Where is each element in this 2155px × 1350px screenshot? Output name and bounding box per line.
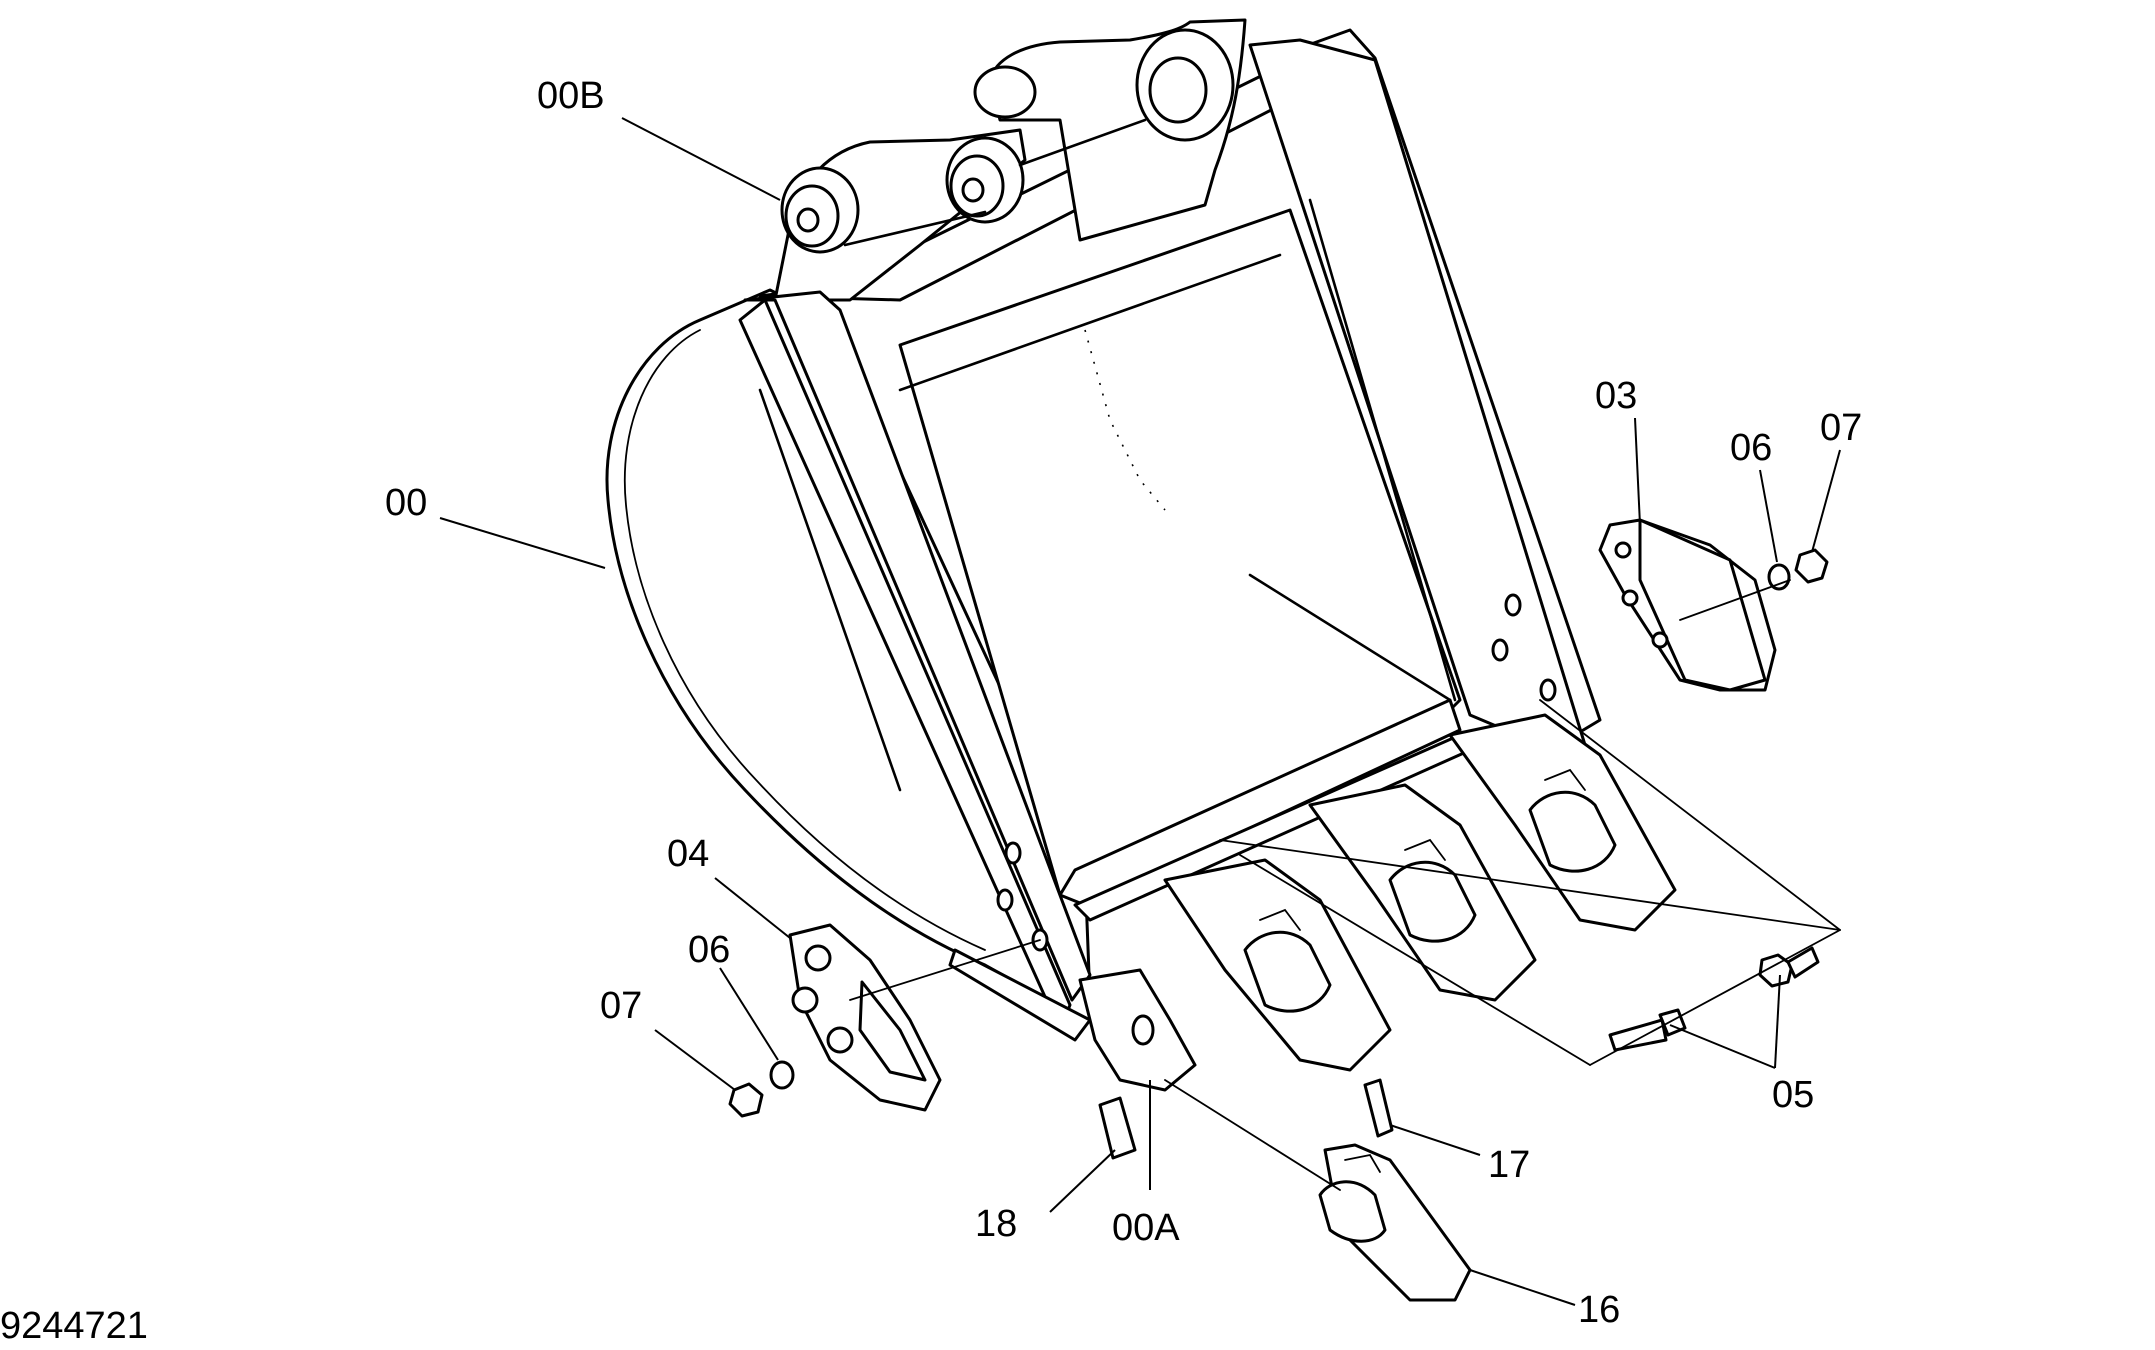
callout-06-left: 06 xyxy=(688,929,730,971)
leader-lines xyxy=(439,117,1841,1306)
callout-03: 03 xyxy=(1595,375,1637,417)
callout-00: 00 xyxy=(385,482,427,524)
side-cutter-left xyxy=(788,923,942,1112)
callout-07-left: 07 xyxy=(600,985,642,1027)
callout-06-right: 06 xyxy=(1730,427,1772,469)
assembly-lines xyxy=(849,579,1841,1191)
hinge-bushings xyxy=(780,28,1235,254)
teeth-row xyxy=(1078,713,1677,1092)
callout-00a: 00A xyxy=(1112,1207,1180,1249)
callout-16: 16 xyxy=(1578,1289,1620,1331)
callout-labels: 00B 00 03 06 07 04 06 07 05 17 18 00A 16… xyxy=(0,75,1862,1347)
callout-07-right: 07 xyxy=(1820,407,1862,449)
callout-00b: 00B xyxy=(537,75,605,117)
drawing-number: 9244721 xyxy=(0,1305,148,1345)
callout-18: 18 xyxy=(975,1203,1017,1245)
callout-04: 04 xyxy=(667,833,709,875)
callout-17: 17 xyxy=(1488,1144,1530,1186)
callout-05: 05 xyxy=(1772,1074,1814,1116)
side-cutter-right xyxy=(1598,518,1777,692)
